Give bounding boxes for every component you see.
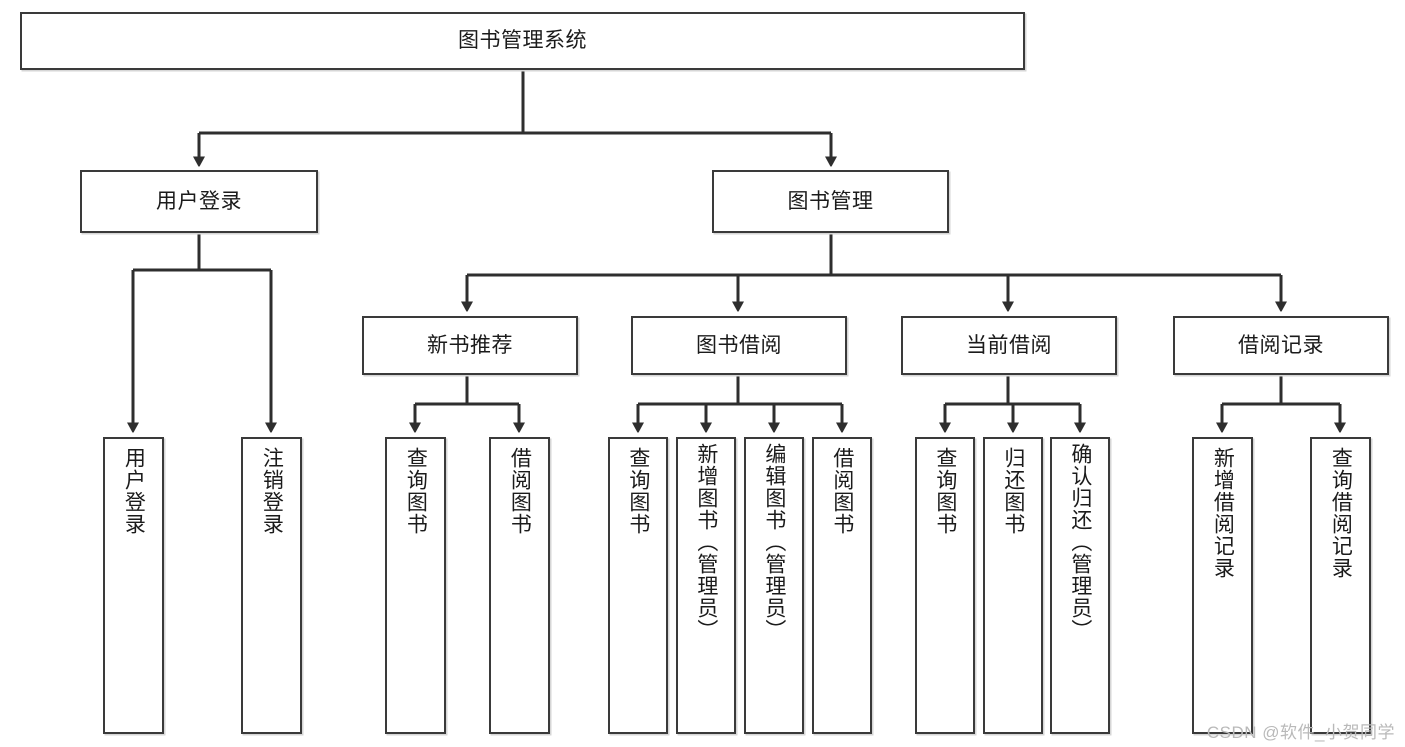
node-book-borrow-label: 图书借阅 — [696, 333, 782, 357]
leaf-return-book-label: 归还图书 — [1001, 447, 1025, 535]
leaf-query-book-newbook-label: 查询图书 — [404, 447, 428, 535]
node-borrow-records[interactable]: 借阅记录 — [1173, 316, 1389, 375]
leaf-borrow-book-borrow[interactable]: 借阅图书 — [812, 437, 872, 734]
node-book-borrow[interactable]: 图书借阅 — [631, 316, 847, 375]
node-borrow-records-label: 借阅记录 — [1238, 333, 1324, 357]
leaf-add-book[interactable]: 新增图书（管理员） — [676, 437, 736, 734]
node-new-book-recommend-label: 新书推荐 — [427, 333, 513, 357]
node-root-label: 图书管理系统 — [458, 29, 587, 53]
leaf-borrow-book-newbook[interactable]: 借阅图书 — [489, 437, 550, 734]
node-book-management[interactable]: 图书管理 — [712, 170, 949, 233]
leaf-confirm-return-label: 确认归还（管理员） — [1068, 443, 1092, 641]
node-new-book-recommend[interactable]: 新书推荐 — [362, 316, 578, 375]
node-current-borrow-label: 当前借阅 — [966, 333, 1052, 357]
leaf-user-login-label: 用户登录 — [122, 447, 146, 535]
node-current-borrow[interactable]: 当前借阅 — [901, 316, 1117, 375]
leaf-edit-book-label: 编辑图书（管理员） — [762, 443, 786, 641]
leaf-edit-book[interactable]: 编辑图书（管理员） — [744, 437, 804, 734]
leaf-add-book-label: 新增图书（管理员） — [694, 443, 718, 641]
node-user-login[interactable]: 用户登录 — [80, 170, 318, 233]
leaf-add-borrow-record-label: 新增借阅记录 — [1211, 447, 1235, 579]
node-root[interactable]: 图书管理系统 — [20, 12, 1025, 70]
leaf-user-logout[interactable]: 注销登录 — [241, 437, 302, 734]
leaf-user-logout-label: 注销登录 — [260, 447, 284, 535]
leaf-query-book-newbook[interactable]: 查询图书 — [385, 437, 446, 734]
leaf-borrow-book-newbook-label: 借阅图书 — [508, 447, 532, 535]
leaf-user-login[interactable]: 用户登录 — [103, 437, 164, 734]
leaf-query-borrow-record[interactable]: 查询借阅记录 — [1310, 437, 1371, 734]
node-book-management-label: 图书管理 — [787, 189, 874, 213]
leaf-confirm-return[interactable]: 确认归还（管理员） — [1050, 437, 1110, 734]
leaf-borrow-book-borrow-label: 借阅图书 — [830, 447, 854, 535]
leaf-query-book-borrow-label: 查询图书 — [626, 447, 650, 535]
leaf-query-book-borrow[interactable]: 查询图书 — [608, 437, 668, 734]
leaf-query-book-current-label: 查询图书 — [933, 447, 957, 535]
leaf-query-borrow-record-label: 查询借阅记录 — [1329, 447, 1353, 579]
node-user-login-label: 用户登录 — [156, 189, 242, 213]
leaf-add-borrow-record[interactable]: 新增借阅记录 — [1192, 437, 1253, 734]
leaf-query-book-current[interactable]: 查询图书 — [915, 437, 975, 734]
leaf-return-book[interactable]: 归还图书 — [983, 437, 1043, 734]
